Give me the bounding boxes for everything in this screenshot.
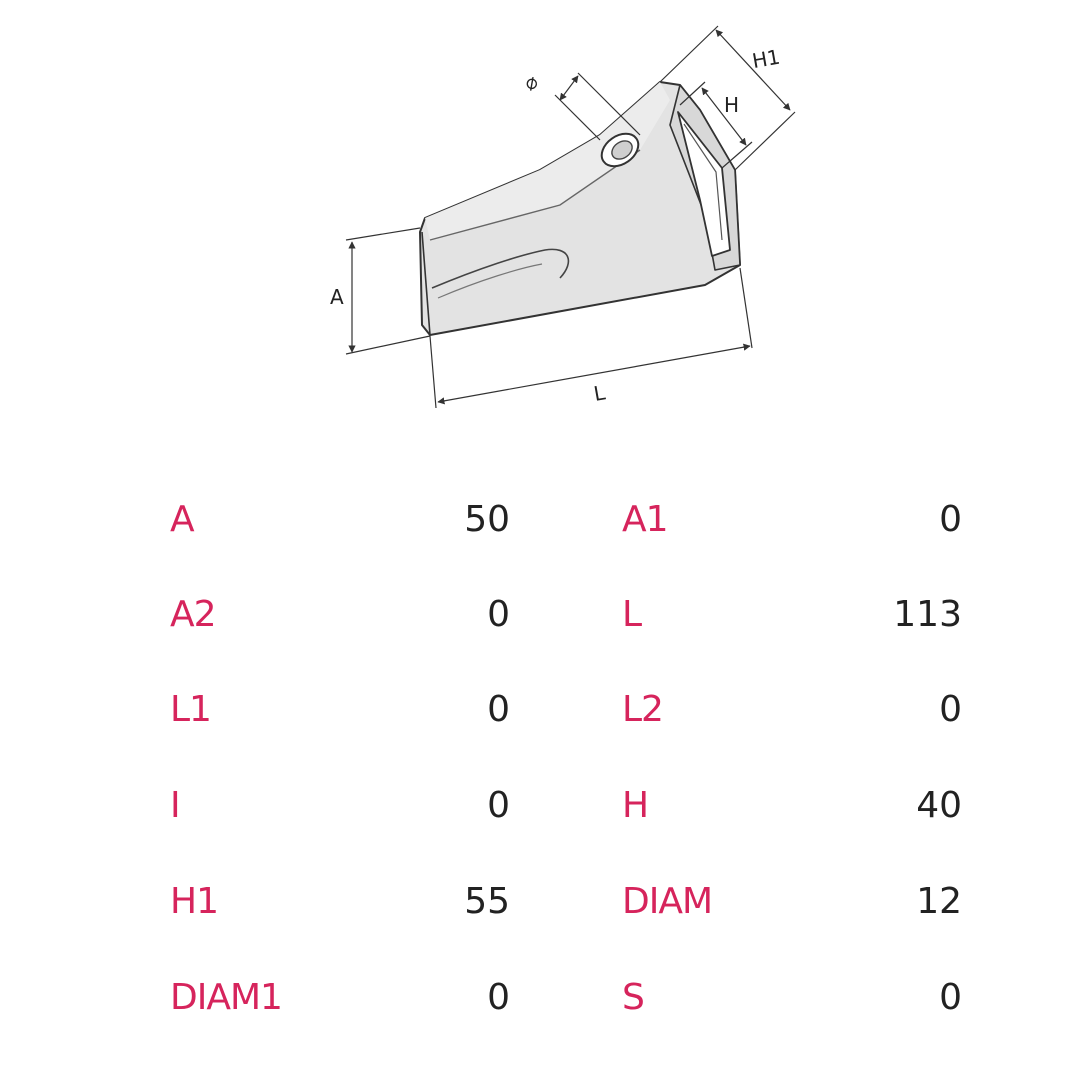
spec-value: 0 [487, 689, 510, 730]
spec-label: DIAM [622, 881, 713, 922]
spec-label: A1 [622, 499, 669, 540]
a-label: A [330, 285, 344, 309]
spec-label: A [170, 499, 195, 540]
spec-value: 12 [916, 881, 962, 922]
spec-value: 0 [487, 594, 510, 635]
h1-label: H1 [750, 45, 782, 73]
spec-label: L2 [622, 689, 664, 730]
spec-h1: H1 55 [170, 872, 510, 932]
spec-label: H [622, 785, 649, 826]
l-label: L [592, 380, 608, 406]
pin-hole [600, 132, 640, 168]
spec-value: 0 [487, 785, 510, 826]
dimension-l: L [429, 267, 753, 409]
spec-value: 40 [916, 785, 962, 826]
specs-table: A 50 A1 0 A2 0 L 113 L1 0 L2 0 I 0 H 40 … [0, 470, 1080, 1050]
spec-label: L1 [170, 689, 212, 730]
spec-l2: L2 0 [622, 680, 962, 740]
spec-h: H 40 [622, 776, 962, 836]
dimension-a: A [330, 227, 431, 355]
spec-value: 0 [939, 977, 962, 1018]
spec-value: 0 [487, 977, 510, 1018]
tooth-adapter-diagram: ⌀ H1 H A L [330, 25, 796, 409]
spec-s: S 0 [622, 968, 962, 1028]
spec-l1: L1 0 [170, 680, 510, 740]
dimension-h1: H1 [659, 25, 796, 171]
part-body [419, 81, 741, 336]
spec-a1: A1 0 [622, 490, 962, 550]
spec-value: 113 [893, 594, 962, 635]
h-label: H [724, 93, 739, 117]
spec-a2: A2 0 [170, 585, 510, 645]
spec-l: L 113 [622, 585, 962, 645]
spec-label: H1 [170, 881, 219, 922]
spec-diam: DIAM 12 [622, 872, 962, 932]
spec-diam1: DIAM1 0 [170, 968, 510, 1028]
spec-value: 0 [939, 689, 962, 730]
spec-value: 50 [464, 499, 510, 540]
spec-value: 0 [939, 499, 962, 540]
spec-label: S [622, 977, 645, 1018]
dimension-h: H [679, 81, 753, 169]
spec-label: L [622, 594, 642, 635]
spec-a: A 50 [170, 490, 510, 550]
spec-i: I 0 [170, 776, 510, 836]
diam-symbol-label: ⌀ [519, 69, 543, 96]
spec-label: A2 [170, 594, 217, 635]
spec-label: DIAM1 [170, 977, 283, 1018]
spec-label: I [170, 785, 181, 826]
spec-value: 55 [464, 881, 510, 922]
